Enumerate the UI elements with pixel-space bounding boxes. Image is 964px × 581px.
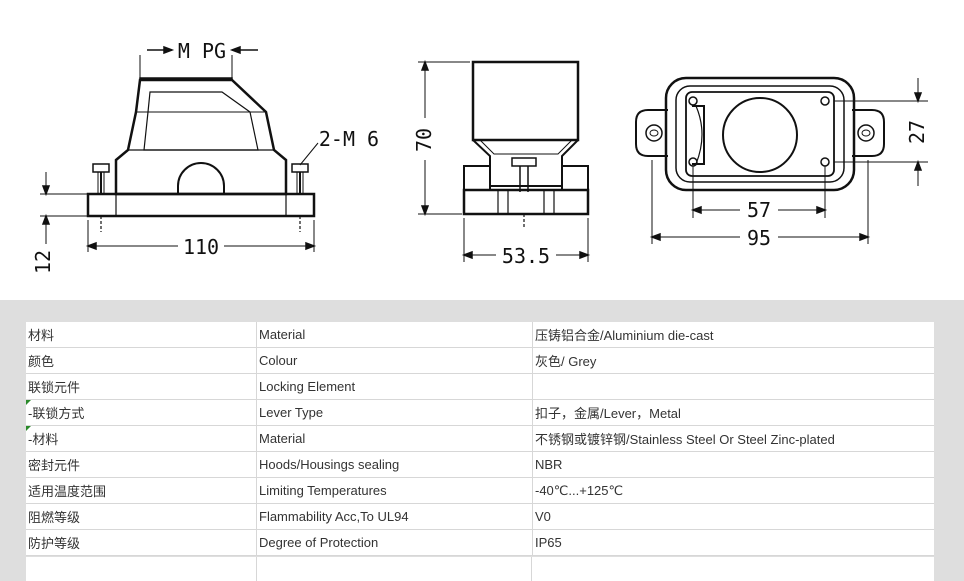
spec-value: V0 [532, 503, 934, 530]
front-width-label: 110 [183, 235, 219, 259]
spec-value: -40℃...+125℃ [532, 477, 934, 504]
table-row: 阻燃等级 Flammability Acc,To UL94 V0 [26, 503, 934, 530]
spec-cn: -材料 [26, 425, 257, 452]
top-outer-width-label: 95 [747, 226, 771, 250]
screw-label: 2-M 6 [319, 127, 379, 151]
spec-en: Colour [256, 347, 533, 374]
spec-en: Limiting Temperatures [256, 477, 533, 504]
spec-value: 不锈钢或镀锌钢/Stainless Steel Or Steel Zinc-pl… [532, 425, 934, 452]
table-row-empty [26, 557, 934, 581]
side-width-label: 53.5 [502, 244, 550, 268]
spec-en: Locking Element [256, 373, 533, 400]
mpg-label: M PG [178, 39, 226, 63]
spec-section: 材料 Material 压铸铝合金/Aluminium die-cast 颜色 … [0, 300, 964, 581]
table-row: 颜色 Colour 灰色/ Grey [26, 347, 934, 374]
front-height-label: 12 [31, 250, 55, 274]
spec-value: NBR [532, 451, 934, 478]
spec-cn: 适用温度范围 [26, 477, 257, 504]
side-view [418, 59, 591, 262]
spec-value: 灰色/ Grey [532, 347, 934, 374]
spec-cn: 阻燃等级 [26, 503, 257, 530]
top-height-label: 27 [905, 120, 929, 144]
spec-cn: 联锁元件 [26, 373, 257, 400]
spec-cn: 材料 [26, 322, 257, 348]
table-row: 适用温度范围 Limiting Temperatures -40℃...+125… [26, 477, 934, 504]
side-height-label: 70 [412, 128, 436, 152]
empty-cell [26, 557, 257, 581]
spec-en: Flammability Acc,To UL94 [256, 503, 533, 530]
spec-value [532, 373, 934, 400]
spec-en: Lever Type [256, 399, 533, 426]
top-inner-width-label: 57 [747, 198, 771, 222]
spec-cn: 防护等级 [26, 529, 257, 556]
table-row: 材料 Material 压铸铝合金/Aluminium die-cast [26, 322, 934, 348]
spec-en: Hoods/Housings sealing [256, 451, 533, 478]
spec-cn: -联锁方式 [26, 399, 257, 426]
spec-table: 材料 Material 压铸铝合金/Aluminium die-cast 颜色 … [26, 322, 934, 556]
table-row: -联锁方式 Lever Type 扣子，金属/Lever，Metal [26, 399, 934, 426]
spec-value: 压铸铝合金/Aluminium die-cast [532, 322, 934, 348]
spec-cn: 颜色 [26, 347, 257, 374]
drawing-svg: M PG 2-M 6 110 12 70 53.5 27 57 95 [31, 39, 929, 274]
spec-value: IP65 [532, 529, 934, 556]
spec-cn: 密封元件 [26, 451, 257, 478]
spec-en: Material [256, 322, 533, 348]
front-view [40, 45, 319, 252]
table-row: -材料 Material 不锈钢或镀锌钢/Stainless Steel Or … [26, 425, 934, 452]
spec-value: 扣子，金属/Lever，Metal [532, 399, 934, 426]
table-row: 防护等级 Degree of Protection IP65 [26, 529, 934, 556]
empty-cell [256, 557, 532, 581]
spec-en: Material [256, 425, 533, 452]
top-view [635, 76, 928, 244]
table-row: 密封元件 Hoods/Housings sealing NBR [26, 451, 934, 478]
spec-en: Degree of Protection [256, 529, 533, 556]
table-row: 联锁元件 Locking Element [26, 373, 934, 400]
technical-drawing: M PG 2-M 6 110 12 70 53.5 27 57 95 [31, 39, 929, 275]
